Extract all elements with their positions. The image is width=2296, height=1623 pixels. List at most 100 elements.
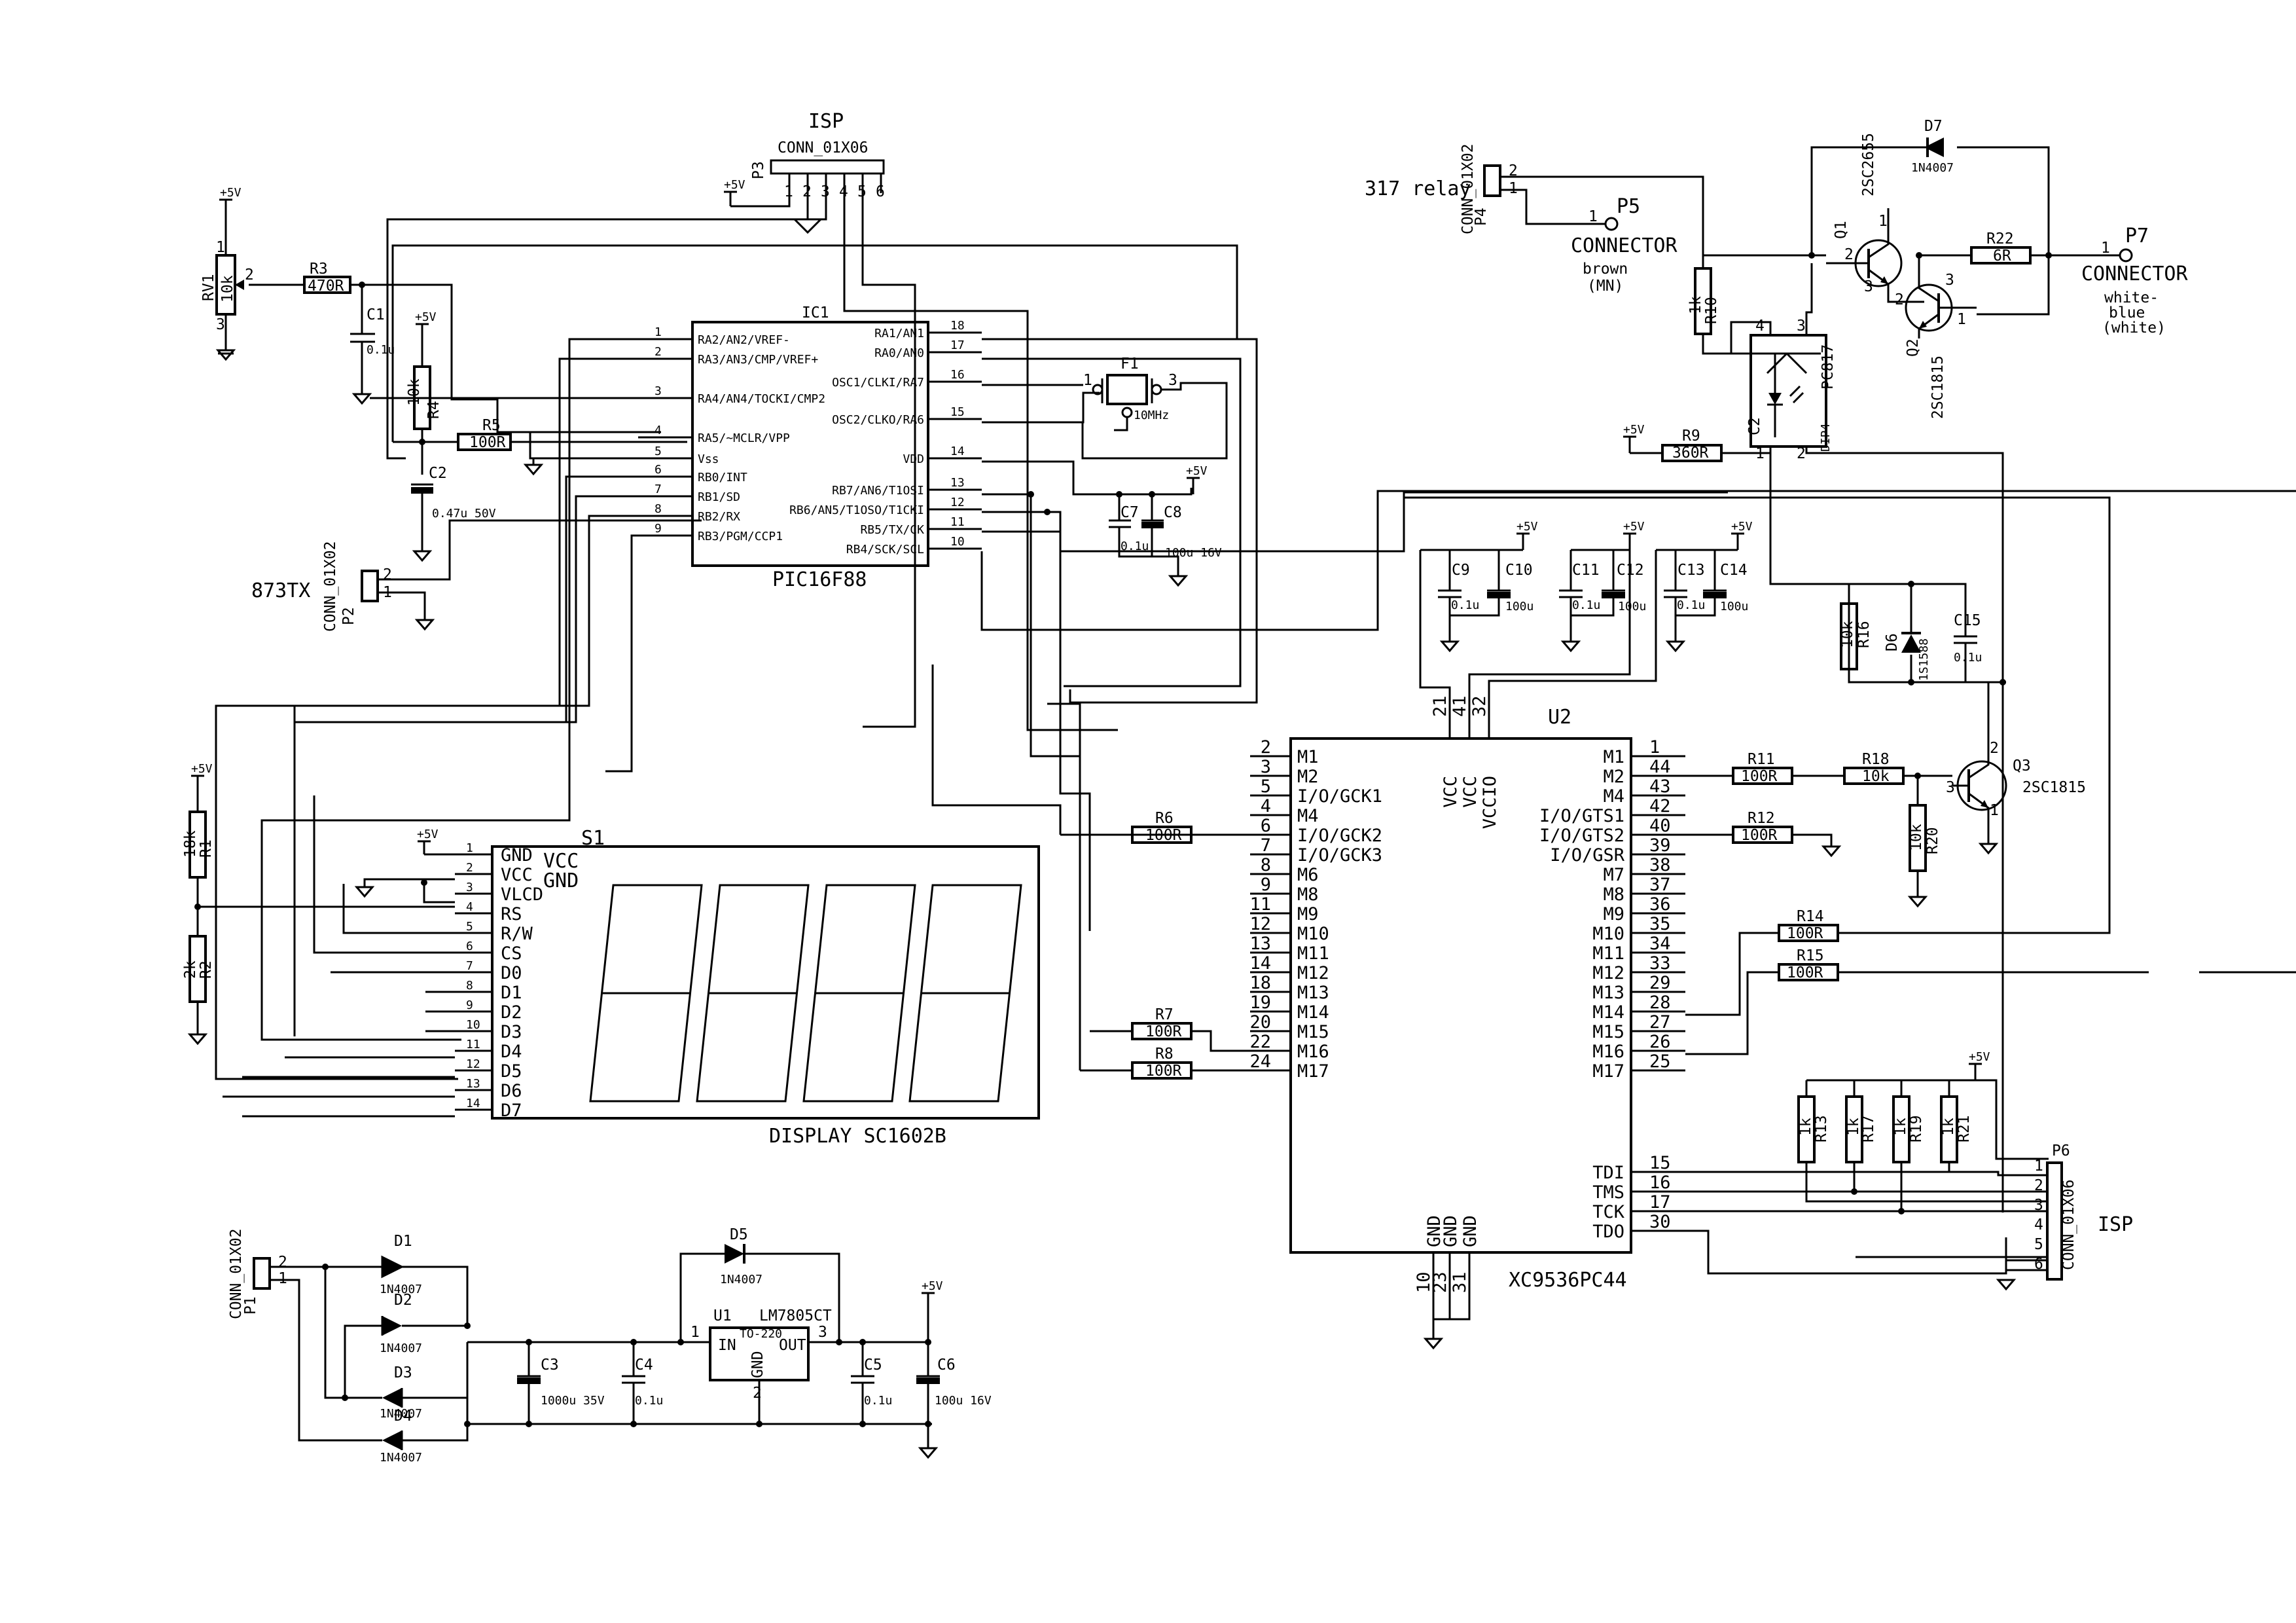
- d3-part: 1N4007: [380, 1407, 422, 1421]
- c11-ref: C11: [1572, 562, 1600, 579]
- r1-ref: R1: [198, 839, 215, 858]
- ic1-pin-name: Vss: [698, 452, 719, 466]
- c12-ref: C12: [1617, 562, 1644, 579]
- ic1-pin-name: OSC1/CLKI/RA7: [832, 376, 924, 390]
- vcc-label-c10: +5V: [1516, 520, 1538, 534]
- u2-pin-num: 30: [1649, 1212, 1671, 1232]
- s1-pin-name: VCC: [501, 865, 533, 885]
- u2-pin-name: VCC: [1460, 776, 1480, 808]
- p6-pin3: 3: [2034, 1197, 2043, 1214]
- ic1-pin-num: 14: [950, 445, 965, 458]
- r22-ref: R22: [1986, 230, 2014, 247]
- u2-pin-num: 14: [1249, 953, 1271, 974]
- ic1-pin-num: 17: [950, 338, 965, 352]
- crystal-f1: F1 10MHz 1 3: [1081, 356, 1228, 460]
- p6-pin2: 2: [2034, 1177, 2043, 1194]
- isp-header-p3: ISP CONN_01X06 P3 1 2 3 4 5 6: [386, 110, 1118, 731]
- c8-ref: C8: [1164, 504, 1182, 521]
- connector-p2: CONN_01X02 P2 873TX 2 1: [251, 519, 702, 632]
- u2-pin-name: M11: [1592, 943, 1624, 964]
- r6-ref: R6: [1155, 810, 1174, 827]
- seven-segment-digit: [589, 884, 703, 1103]
- p5-name: CONNECTOR: [1571, 234, 1677, 257]
- ic1-pin-num: 5: [655, 445, 662, 458]
- ic1-pin-num: 2: [655, 345, 662, 359]
- u2-pin-name: VCC: [1441, 776, 1461, 808]
- ic1-pin-name: RB6/AN5/T1OSO/T1CKI: [789, 503, 924, 517]
- u2-pin-num: 27: [1649, 1012, 1671, 1032]
- r11-ref: R11: [1748, 751, 1775, 768]
- c10-value: 100u: [1505, 600, 1534, 613]
- r20-ref: R20: [1924, 827, 1941, 854]
- q1-pin1: 1: [1878, 213, 1888, 230]
- ic1-left-pins: 1RA2/AN2/VREF-2RA3/AN3/CMP/VREF+3RA4/AN4…: [638, 325, 825, 543]
- u2-pin-name: M15: [1297, 1022, 1329, 1042]
- u2-pin-num: 22: [1249, 1032, 1271, 1052]
- c15-value: 0.1u: [1954, 651, 1982, 665]
- r16-ref: R16: [1856, 621, 1873, 648]
- u2-pin-name: M16: [1297, 1042, 1329, 1062]
- u2-pin-name: TMS: [1592, 1182, 1624, 1203]
- p1-ref: P1: [242, 1296, 259, 1315]
- u2-pin-name: M12: [1592, 963, 1624, 983]
- u1-part: LM7805CT: [759, 1307, 832, 1324]
- u2-pin-num: 24: [1249, 1051, 1271, 1072]
- r21-value: 1k: [1940, 1118, 1957, 1136]
- c2-ref: C2: [429, 465, 447, 482]
- u2-pin-name: M14: [1297, 1002, 1329, 1023]
- ic1-pin-name: RB0/INT: [698, 471, 747, 484]
- ic1-pin-num: 10: [950, 535, 965, 549]
- u2-pin-name: I/O/GTS2: [1539, 826, 1624, 846]
- ic1-pin-num: 13: [950, 476, 965, 490]
- p6-ref: P6: [2052, 1142, 2070, 1159]
- u2-pin-num: 35: [1649, 914, 1671, 934]
- u2-pin-name: M12: [1297, 963, 1329, 983]
- r14-ref: R14: [1797, 908, 1824, 925]
- ic1-pin-name: RB7/AN6/T1OSI: [832, 484, 924, 498]
- seven-segment-digit: [802, 884, 916, 1103]
- c4-value: 0.1u: [635, 1394, 663, 1408]
- s1-pin-name: D7: [501, 1101, 522, 1121]
- d1-ref: D1: [394, 1233, 412, 1250]
- r21-ref: R21: [1956, 1115, 1973, 1142]
- p4-label: 317 relay: [1365, 177, 1471, 200]
- u2-pin-num: 28: [1649, 993, 1671, 1013]
- ic1-pin-name: RB3/PGM/CCP1: [698, 530, 783, 543]
- p7-pin: 1: [2101, 240, 2110, 257]
- u2-pin-num: 44: [1649, 757, 1671, 777]
- c13-value: 0.1u: [1677, 598, 1705, 612]
- u2-pin-num: 9: [1261, 875, 1271, 895]
- r17-value: 1k: [1845, 1118, 1862, 1136]
- p4-conn: CONN_01X02: [1460, 144, 1477, 234]
- s1-pin-name: D5: [501, 1061, 522, 1082]
- d2-ref: D2: [394, 1292, 412, 1309]
- c11-value: 0.1u: [1572, 598, 1600, 612]
- u2-pin-num: 41: [1450, 695, 1470, 717]
- u2-pin-name: I/O/GCK2: [1297, 826, 1382, 846]
- optocoupler-pc817: PC817 DIP4 4 3 1 2: [1730, 263, 2004, 1213]
- ic1-pin-name: VDD: [903, 452, 924, 466]
- r17-ref: R17: [1860, 1115, 1877, 1142]
- s1-pin-num: 7: [466, 959, 473, 973]
- vcc-label-isp: +5V: [724, 178, 745, 192]
- r13-ref: R13: [1813, 1115, 1830, 1142]
- ic1-pin-num: 12: [950, 496, 965, 509]
- isp-top-pin2: 2: [802, 183, 812, 200]
- u1-gnd: GND: [749, 1351, 766, 1378]
- r19-value: 1k: [1892, 1118, 1909, 1136]
- u2-pin-num: 21: [1430, 695, 1450, 717]
- ic1-pic16f88: IC1 PIC16F88 1RA2/AN2/VREF-2RA3/AN3/CMP/…: [638, 304, 982, 591]
- u2-pin-num: 38: [1649, 855, 1671, 875]
- u2-pin-num: 26: [1649, 1032, 1671, 1052]
- s1-pin-num: 11: [466, 1038, 480, 1051]
- pc817-pin2: 2: [1797, 445, 1806, 462]
- r9-value: 360R: [1672, 445, 1709, 462]
- ic1-pin-name: RA0/AN0: [874, 346, 924, 360]
- rv1-pin3: 3: [216, 316, 225, 333]
- u2-pin-name: M11: [1297, 943, 1329, 964]
- u2-pin-num: 33: [1649, 953, 1671, 974]
